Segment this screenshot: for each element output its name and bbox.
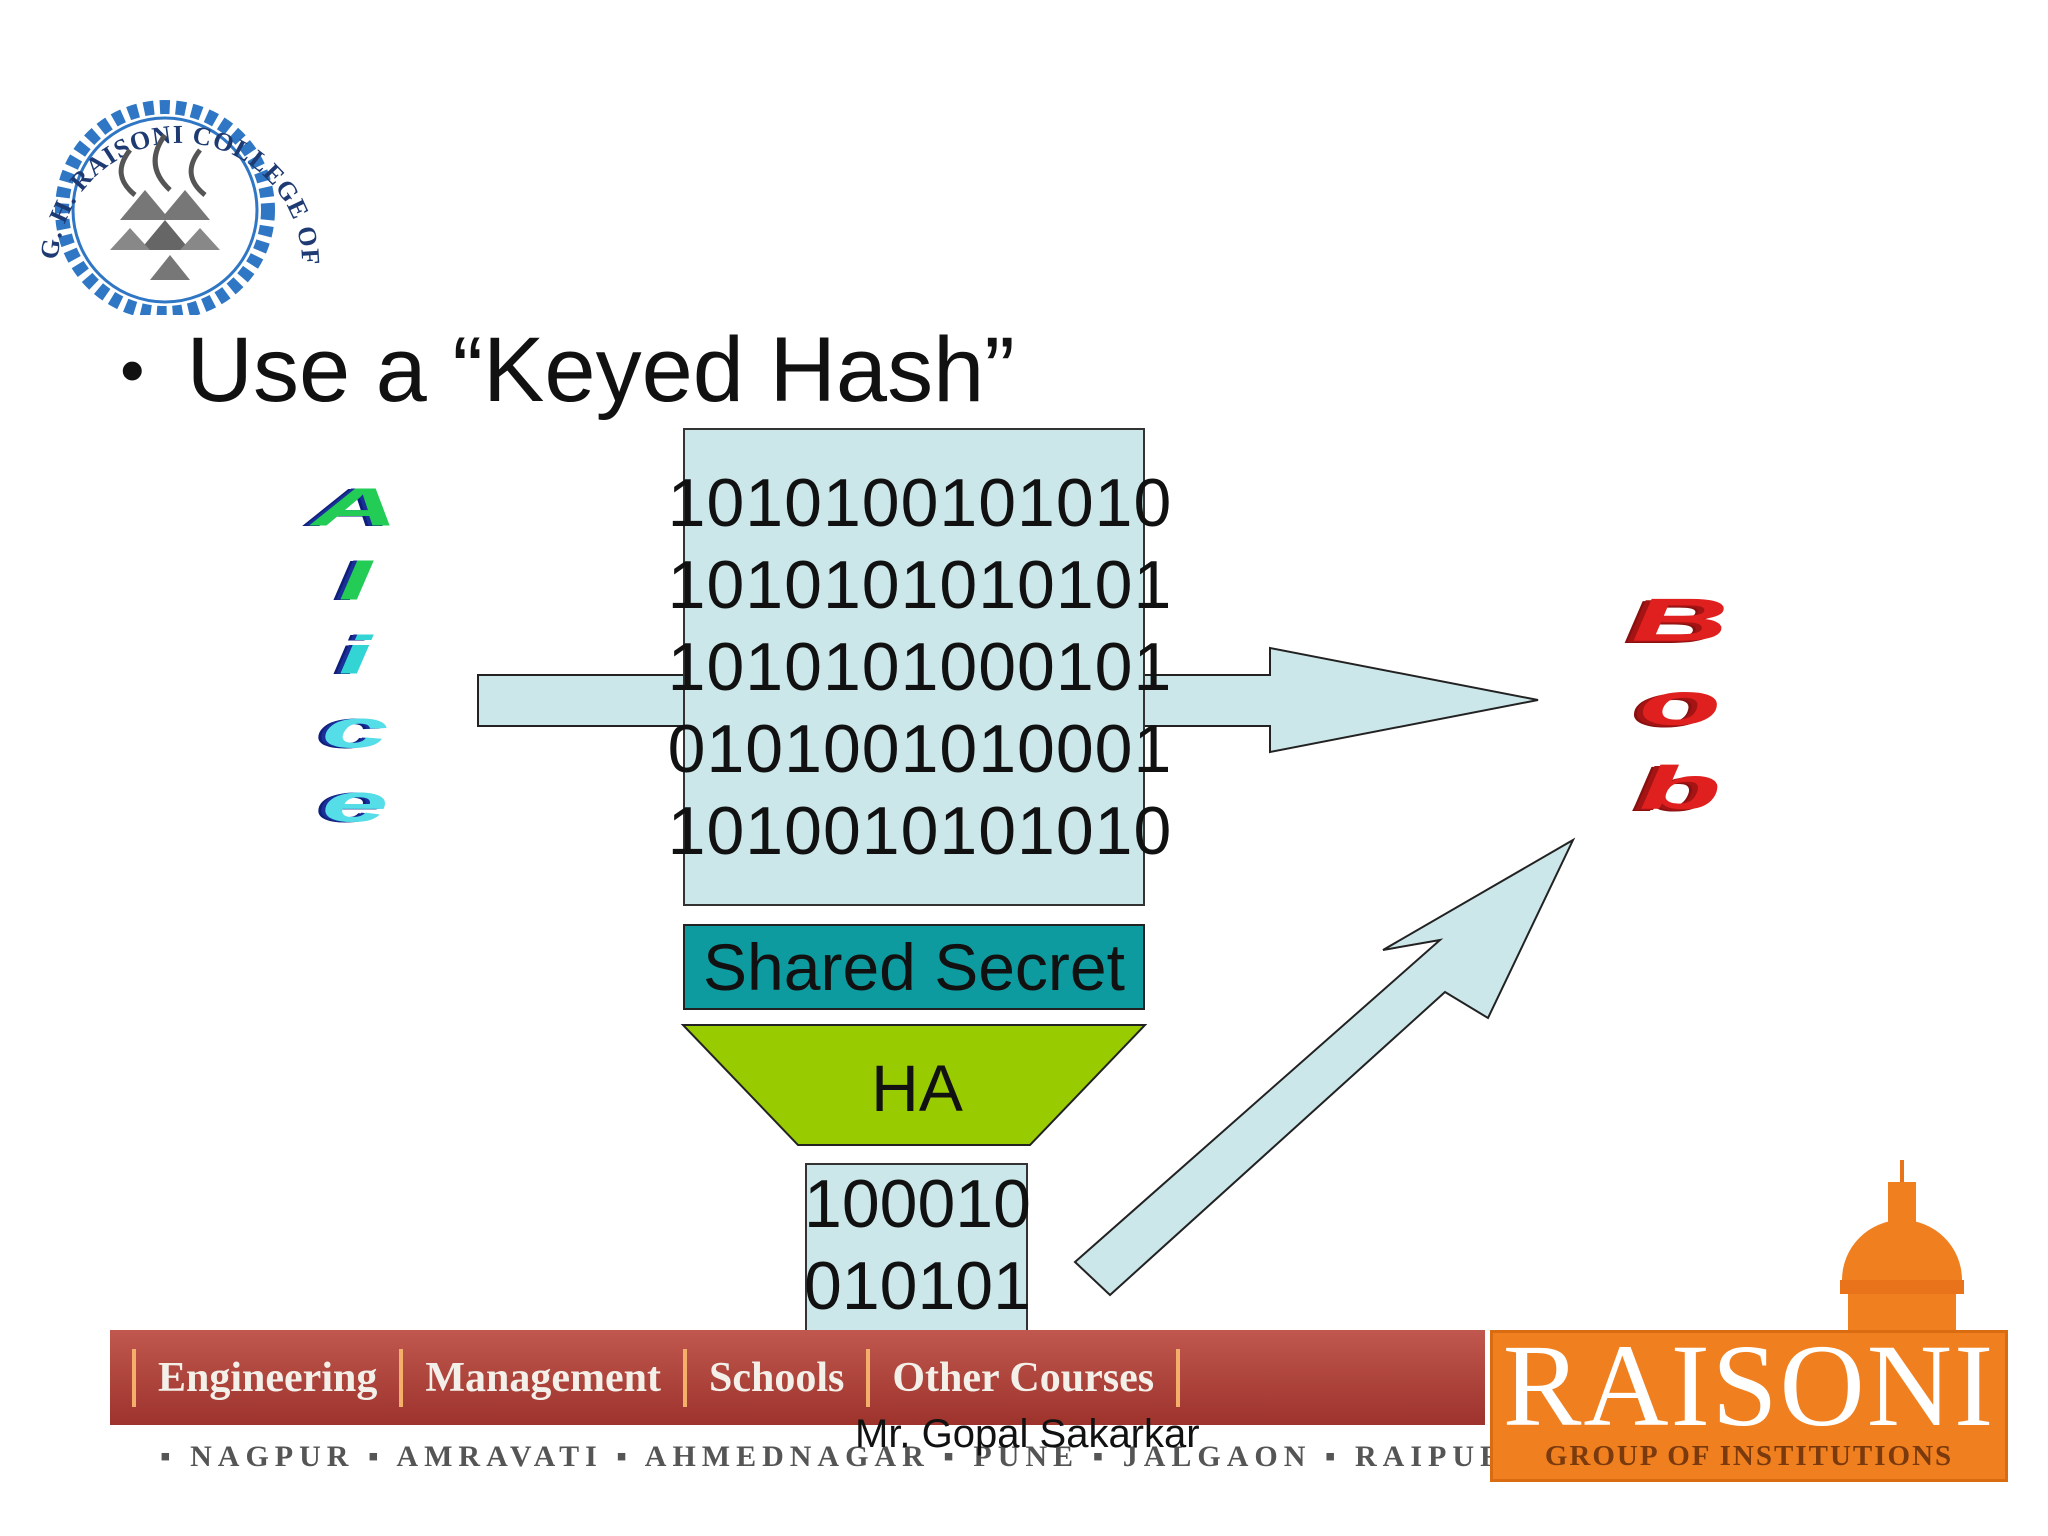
hash-algorithm-funnel: [680, 1024, 1148, 1146]
title-bullet: •: [120, 331, 145, 409]
message-line: 0101001010001: [667, 711, 1173, 787]
raisoni-wordmark: RAISONI: [1502, 1320, 1996, 1451]
banner-item-other-courses: Other Courses: [844, 1330, 1202, 1425]
alice-letter: A: [311, 476, 399, 538]
raisoni-subtitle: GROUP OF INSTITUTIONS: [1544, 1440, 1954, 1472]
banner-label: Management: [425, 1354, 661, 1401]
banner-cities: ▪ NAGPUR ▪ AMRAVATI ▪ AHMEDNAGAR ▪ PUNE …: [160, 1440, 1538, 1473]
shared-secret-box: Shared Secret: [683, 924, 1145, 1010]
receiver-bob-wordart: B o b: [1595, 578, 1765, 830]
slide-title: Use a “Keyed Hash”: [186, 318, 1015, 421]
bob-letter: b: [1638, 753, 1722, 822]
banner-item-schools: Schools: [661, 1330, 844, 1425]
alice-letter: i: [338, 624, 372, 686]
sender-alice-wordart: A l i c e: [280, 470, 430, 840]
college-seal-logo: G. H. RAISONI COLLEGE OF ENGINEERING: [10, 40, 324, 315]
banner-divider: [1176, 1348, 1181, 1407]
footer-author: Mr. Gopal Sakarkar: [855, 1412, 1200, 1456]
bob-letter: B: [1631, 585, 1729, 654]
slide-title-row: • Use a “Keyed Hash”: [120, 318, 1015, 421]
digest-line: 010101: [804, 1248, 1031, 1324]
message-line: 1010101000101: [667, 629, 1173, 705]
message-block: [683, 428, 1145, 906]
banner-divider: [682, 1348, 687, 1407]
bob-letter: o: [1638, 669, 1722, 738]
digest-flow-arrow: [1073, 837, 1576, 1297]
banner-item-engineering: Engineering: [110, 1330, 377, 1425]
raisoni-logo-box: [1490, 1330, 2008, 1482]
digest-line: 100010: [804, 1166, 1031, 1242]
institution-banner: Engineering Management Schools Other Cou…: [110, 1330, 1485, 1425]
banner-label: Engineering: [158, 1354, 378, 1401]
banner-divider: [399, 1348, 404, 1407]
banner-label: Schools: [708, 1354, 845, 1401]
banner-item-management: Management: [377, 1330, 661, 1425]
banner-divider: [866, 1348, 871, 1407]
alice-letter: l: [338, 550, 372, 612]
hash-algorithm-label: HA: [871, 1051, 963, 1125]
alice-letter: e: [321, 772, 389, 834]
message-line: 1010010101010: [667, 793, 1173, 869]
banner-label: Other Courses: [892, 1354, 1155, 1401]
message-line: 1010101010101: [667, 547, 1173, 623]
banner-divider: [132, 1348, 136, 1407]
message-bits: 1010100101010 1010101010101 101010100010…: [660, 462, 1180, 872]
message-line: 1010100101010: [667, 465, 1173, 541]
alice-letter: c: [321, 698, 389, 760]
